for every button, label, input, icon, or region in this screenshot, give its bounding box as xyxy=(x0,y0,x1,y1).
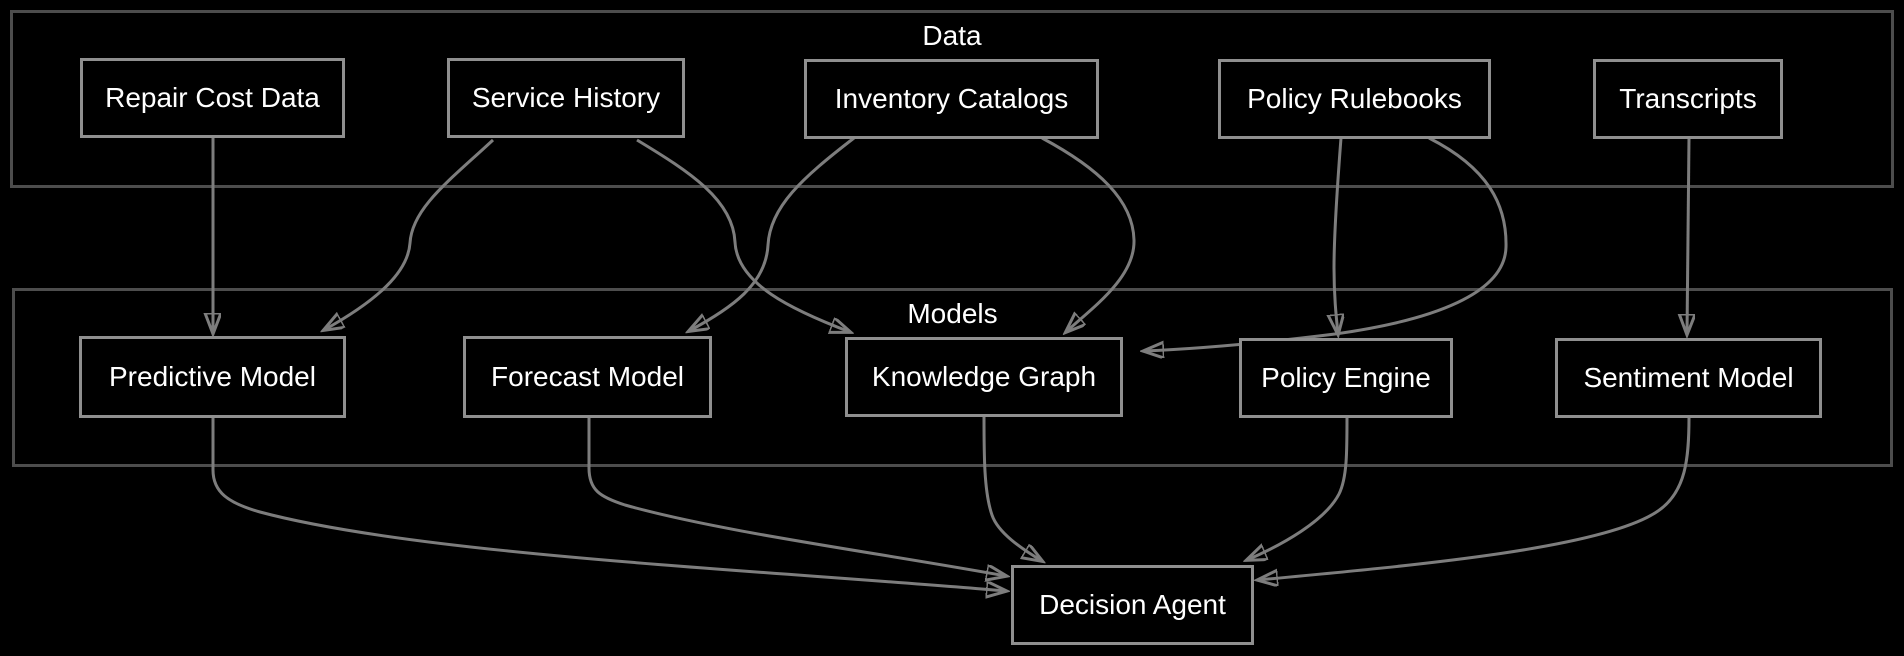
node-service-history: Service History xyxy=(447,58,685,138)
node-service-history-label: Service History xyxy=(471,82,661,113)
edge-transcripts-to-sentiment-model xyxy=(1687,137,1689,334)
node-inventory-catalogs: Inventory Catalogs xyxy=(804,59,1099,139)
node-knowledge-graph-label: Knowledge Graph xyxy=(871,361,1097,392)
node-policy-rulebooks: Policy Rulebooks xyxy=(1218,59,1491,139)
edge-knowledge-graph-to-decision-agent xyxy=(982,415,1042,561)
edge-service-history-to-predictive-model xyxy=(324,138,495,330)
node-transcripts: Transcripts xyxy=(1593,59,1783,139)
edge-policy-rulebooks-to-knowledge-graph xyxy=(1144,136,1508,351)
cluster-data-label: Data xyxy=(922,20,982,51)
edge-inventory-catalogs-to-knowledge-graph xyxy=(1041,136,1136,332)
node-inventory-catalogs-label: Inventory Catalogs xyxy=(834,83,1069,114)
node-decision-agent-label: Decision Agent xyxy=(1039,589,1226,620)
edge-inventory-catalogs-to-forecast-model xyxy=(689,136,855,331)
edge-predictive-model-to-decision-agent xyxy=(211,418,1006,591)
node-transcripts-label: Transcripts xyxy=(1619,83,1757,114)
node-predictive-model-label: Predictive Model xyxy=(109,361,316,392)
edge-service-history-to-knowledge-graph xyxy=(636,138,850,332)
edge-forecast-model-to-decision-agent xyxy=(587,418,1006,576)
node-repair-cost-data-label: Repair Cost Data xyxy=(105,82,320,113)
cluster-models-label: Models xyxy=(907,298,998,329)
cluster-data: Data xyxy=(10,10,1894,188)
edge-sentiment-model-to-decision-agent xyxy=(1258,416,1691,580)
node-forecast-model-label: Forecast Model xyxy=(491,361,684,392)
node-sentiment-model: Sentiment Model xyxy=(1555,338,1822,418)
cluster-models: Models xyxy=(12,288,1893,467)
edge-policy-engine-to-decision-agent xyxy=(1247,416,1349,560)
node-knowledge-graph: Knowledge Graph xyxy=(845,337,1123,417)
node-predictive-model: Predictive Model xyxy=(79,336,346,418)
node-policy-engine: Policy Engine xyxy=(1239,338,1453,418)
node-sentiment-model-label: Sentiment Model xyxy=(1583,362,1794,393)
node-repair-cost-data: Repair Cost Data xyxy=(80,58,345,138)
node-decision-agent: Decision Agent xyxy=(1011,565,1254,645)
node-policy-rulebooks-label: Policy Rulebooks xyxy=(1247,83,1462,114)
node-forecast-model: Forecast Model xyxy=(463,336,712,418)
edge-policy-rulebooks-to-policy-engine xyxy=(1334,137,1341,334)
node-policy-engine-label: Policy Engine xyxy=(1261,362,1431,393)
